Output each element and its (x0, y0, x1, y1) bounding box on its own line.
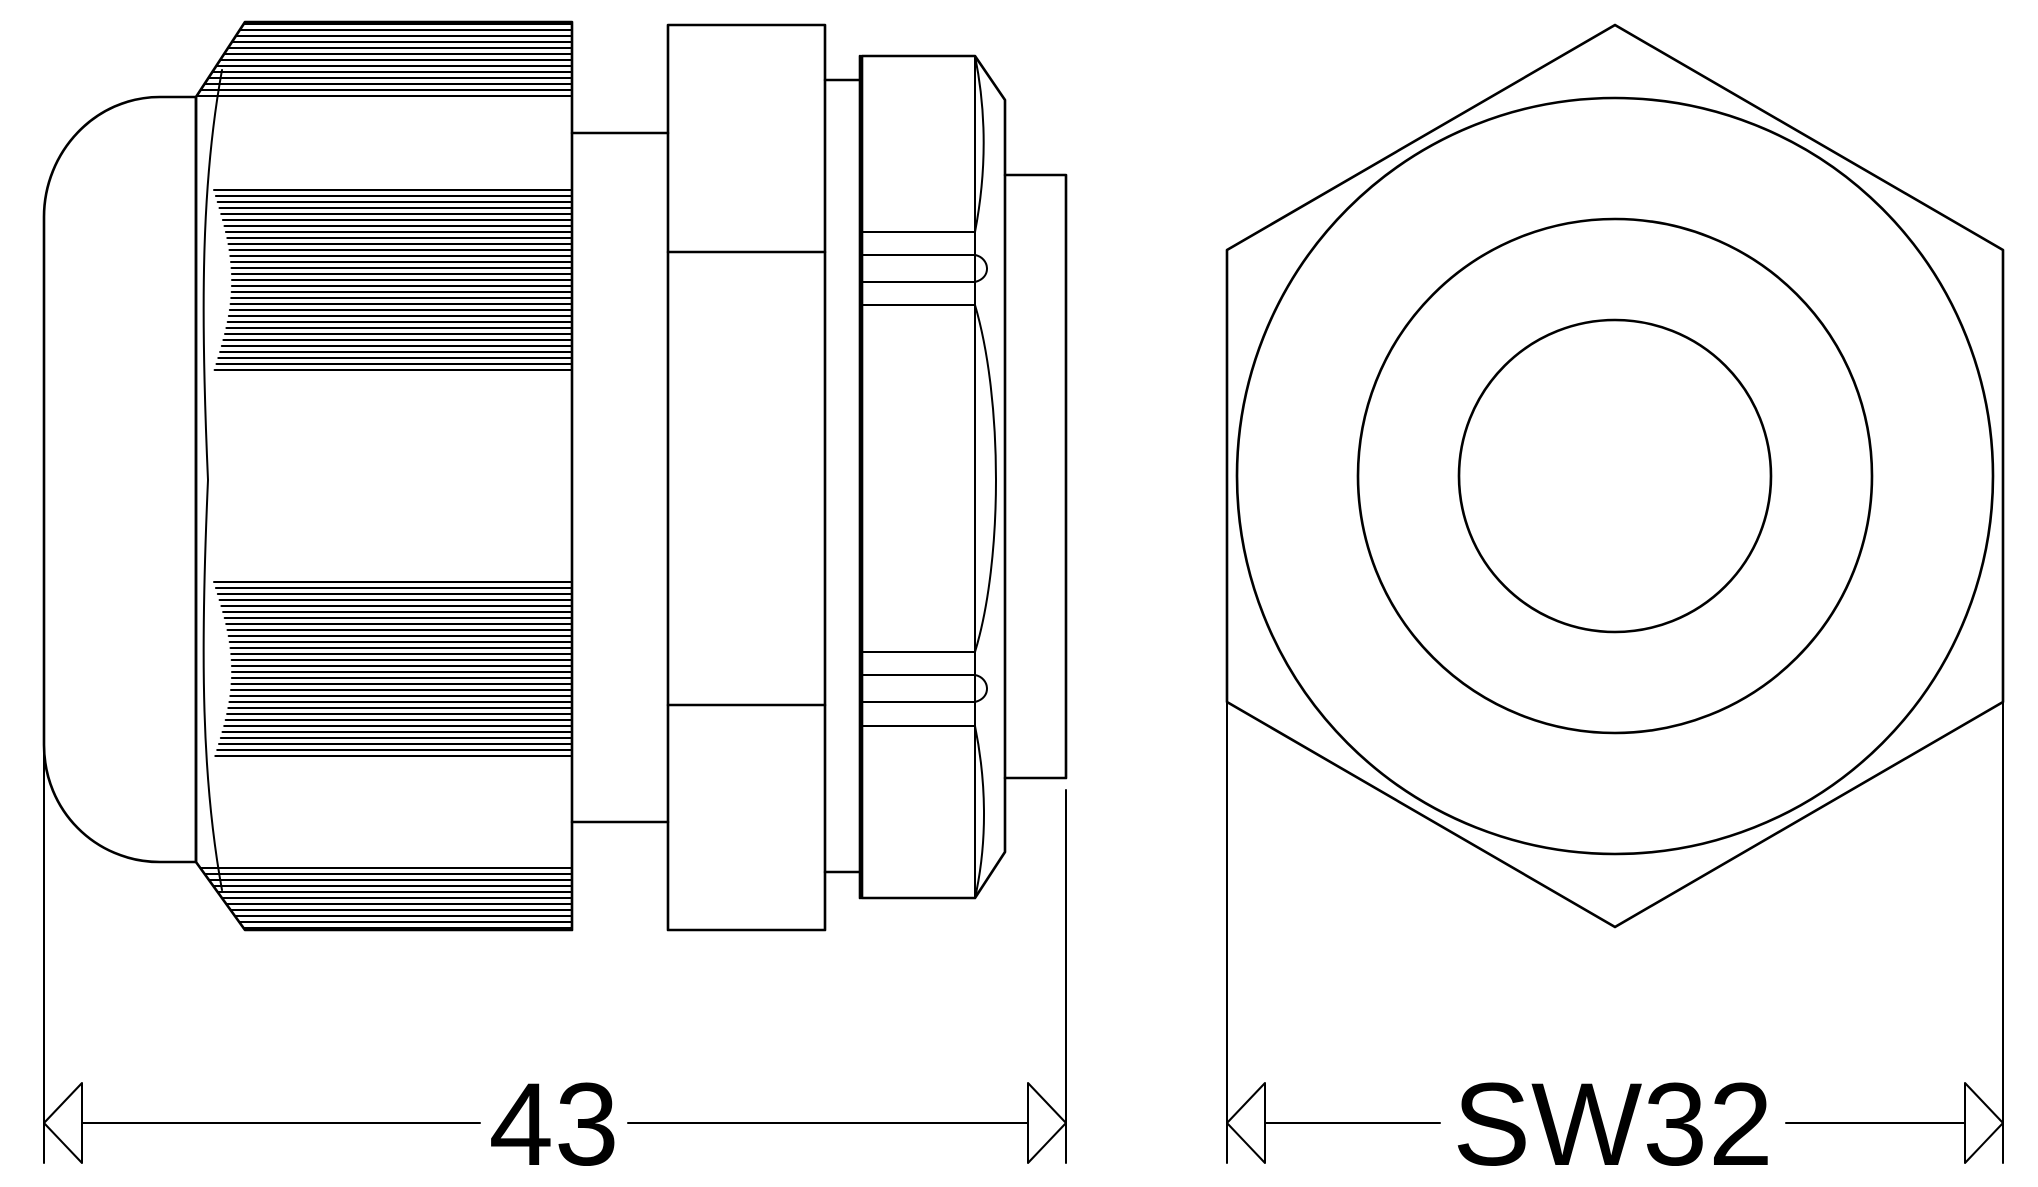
hex-chamfer-circle (1235, 96, 1995, 856)
lock-nut-outline (860, 54, 1007, 900)
body-hex (666, 23, 827, 932)
seal-bore-circle (1457, 318, 1773, 634)
arrowhead-left (43, 1082, 83, 1164)
across-flats-label: SW32 (1452, 1059, 1773, 1187)
spacer (823, 78, 862, 874)
cap-nut-outline (194, 20, 574, 932)
af-arrowhead-left (1226, 1082, 1266, 1164)
thread-stub (1003, 173, 1068, 780)
lock-nut-groove-top (861, 231, 988, 306)
lock-nut-groove-bottom (861, 651, 988, 727)
dimension-length: 43 (43, 739, 1067, 1187)
overall-length-label: 43 (488, 1059, 619, 1187)
side-view (42, 20, 1068, 932)
front-view (1225, 23, 2005, 929)
hex-outline (1225, 23, 2005, 929)
lock-nut-flank-mid (974, 304, 997, 653)
arrowhead-right (1027, 1082, 1067, 1164)
body-neck (570, 131, 670, 824)
seal-outer-circle (1356, 217, 1874, 735)
lock-nut-flank-bottom (974, 725, 985, 899)
knurl-hatching (195, 23, 573, 929)
dome-cap (42, 95, 198, 864)
af-arrowhead-right (1964, 1082, 2004, 1164)
dimension-across-flats: SW32 (1226, 701, 2004, 1187)
cap-nut-flank (202, 69, 223, 891)
lock-nut-flank-top (974, 55, 985, 233)
